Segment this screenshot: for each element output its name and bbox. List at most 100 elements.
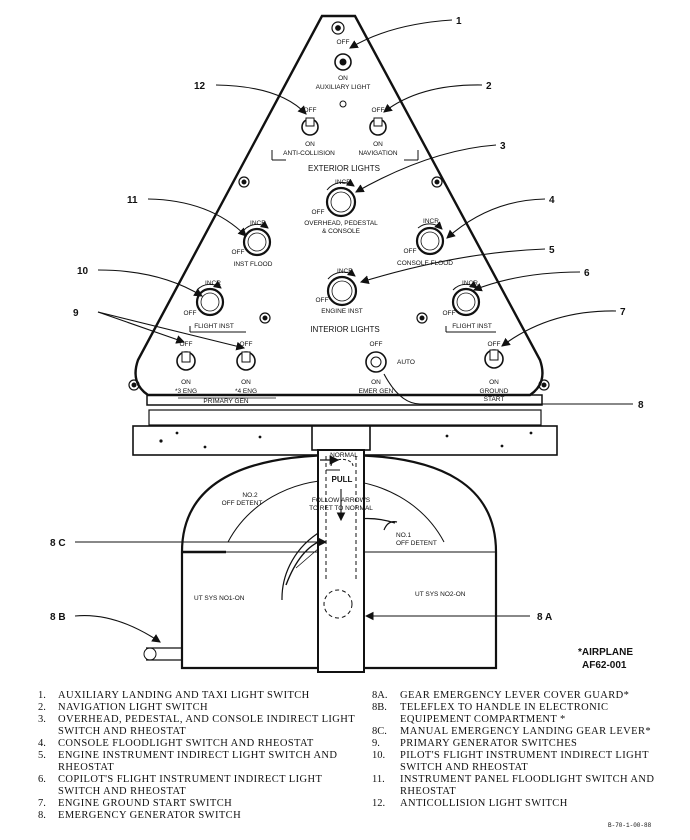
anticollision-off-label: OFF: [304, 107, 317, 114]
anticollision-on-label: ON: [305, 141, 315, 148]
engine-inst-label: ENGINE INST: [321, 308, 363, 315]
legend-item: 7.Engine ground start switch: [38, 798, 358, 810]
auxiliary-toggle-switch[interactable]: [334, 53, 352, 71]
engine-inst-off-label: OFF: [316, 297, 329, 304]
callout-11: 11: [127, 195, 138, 206]
console-flood-rheostat-knob[interactable]: [415, 226, 445, 256]
callout-12: 12: [194, 81, 206, 92]
ground-start-toggle-switch[interactable]: [484, 349, 504, 369]
overhead-label-1: OVERHEAD, PEDESTAL: [304, 220, 378, 227]
legend-num: 8.: [38, 810, 46, 821]
legend-text: Teleflex to handle in electronic equipem…: [400, 702, 609, 725]
legend-num: 3.: [38, 714, 46, 725]
interior-lights-title: INTERIOR LIGHTS: [310, 325, 379, 334]
lever-labels: NORMAL PULL NO.2 OFF DETENT FOLLOW ARROW…: [194, 452, 466, 602]
legend-text: Console floodlight switch and rheostat: [58, 738, 314, 749]
engine-inst-incr-label: INCR: [337, 268, 353, 275]
legend-text: Engine ground start switch: [58, 798, 233, 809]
inst-flood-off-label: OFF: [232, 249, 245, 256]
lever-follow-label-2: TO RET TO NORMAL: [309, 505, 373, 512]
callout-5: 5: [549, 245, 555, 256]
legend-num: 5.: [38, 750, 46, 761]
legend-text: Primary generator switches: [400, 738, 578, 749]
callout-3: 3: [500, 141, 506, 152]
note-line-2: AF62-001: [582, 660, 627, 671]
lever-follow-label-1: FOLLOW ARROWS: [312, 497, 371, 504]
engine-inst-rheostat-knob[interactable]: [326, 275, 358, 307]
legend-text: Navigation light switch: [58, 702, 208, 713]
gen3-label: *3 ENG: [175, 388, 197, 395]
legend-num: 4.: [38, 738, 46, 749]
legend-right: 8A.Gear emergency lever cover guard* 8B.…: [372, 690, 672, 810]
flight-inst-left-off-label: OFF: [184, 310, 197, 317]
callout-8: 8: [638, 400, 644, 411]
flight-inst-left-label: FLIGHT INST: [194, 323, 234, 330]
ground-start-on-label: ON: [489, 379, 499, 386]
legend-item: 6.Copilot's flight instrument indirect l…: [38, 774, 358, 798]
callout-8c: 8 C: [50, 538, 66, 549]
legend-text: Engine instrument indirect light switch …: [58, 750, 338, 773]
ut-sys-2-label: UT SYS NO2-ON: [415, 591, 466, 598]
legend-text: Overhead, pedestal, and console indirect…: [58, 714, 355, 737]
callout-7: 7: [620, 307, 626, 318]
navigation-off-label: OFF: [372, 107, 385, 114]
inst-flood-label: INST FLOOD: [234, 261, 273, 268]
callout-numbers: 1 2 3 4 5 6 7 8 9 10 11 12 8 A 8 B 8 C: [50, 16, 644, 623]
auxiliary-label: AUXILIARY LIGHT: [316, 84, 371, 91]
legend-text: Auxiliary landing and taxi light switch: [58, 690, 310, 701]
anticollision-label: ANTI-COLLISION: [283, 150, 335, 157]
legend-item: 2. Navigation light switch: [38, 702, 358, 714]
anticollision-toggle-switch[interactable]: [301, 117, 319, 136]
legend-num: 9.: [372, 738, 380, 749]
callout-10: 10: [77, 266, 89, 277]
inst-flood-rheostat-knob[interactable]: [242, 227, 272, 257]
legend-item: 5. Engine instrument indirect light switc…: [38, 750, 358, 774]
legend-text: Emergency generator switch: [58, 810, 242, 821]
navigation-on-label: ON: [373, 141, 383, 148]
gen4-label: *4 ENG: [235, 388, 257, 395]
callout-8b: 8 B: [50, 612, 66, 623]
legend-text: Instrument panel floodlight switch and r…: [400, 774, 655, 797]
ground-start-label-2: START: [484, 396, 505, 403]
lever-no2-label: NO.2: [242, 492, 258, 499]
gen4-toggle-switch[interactable]: [236, 351, 256, 371]
legend-text: Pilot's flight instrument indirect light…: [400, 750, 649, 773]
gen4-off-label: OFF: [240, 341, 253, 348]
inst-flood-incr-label: INCR: [250, 220, 266, 227]
console-flood-label: CONSOLE FLOOD: [397, 260, 453, 267]
flight-inst-right-rheostat-knob[interactable]: [451, 287, 481, 317]
console-flood-off-label: OFF: [404, 248, 417, 255]
legend-item: 11.Instrument panel floodlight switch an…: [372, 774, 672, 798]
overhead-rheostat-knob[interactable]: [325, 186, 357, 218]
legend-num: 8C.: [372, 726, 387, 737]
legend-num: 2.: [38, 702, 46, 713]
flight-inst-right-label: FLIGHT INST: [452, 323, 492, 330]
legend-left: 1.Auxiliary landing and taxi light switc…: [38, 690, 358, 822]
legend-num: 12.: [372, 798, 386, 809]
note-line-1: *AIRPLANE: [578, 647, 633, 658]
legend-text: Gear emergency lever cover guard*: [400, 690, 630, 701]
emer-gen-label: EMER GEN: [359, 388, 394, 395]
lever-normal-label: NORMAL: [330, 452, 358, 459]
emer-gen-toggle-switch[interactable]: [365, 351, 387, 373]
flight-inst-left-rheostat-knob[interactable]: [195, 287, 225, 317]
legend-num: 8B.: [372, 702, 387, 713]
callout-2: 2: [486, 81, 492, 92]
ground-start-off-label: OFF: [488, 341, 501, 348]
gen4-on-label: ON: [241, 379, 251, 386]
overhead-off-label: OFF: [312, 209, 325, 216]
exterior-lights-title: EXTERIOR LIGHTS: [308, 164, 380, 173]
legend-num: 10.: [372, 750, 386, 761]
navigation-toggle-switch[interactable]: [369, 117, 387, 136]
gen3-toggle-switch[interactable]: [176, 351, 196, 371]
legend-text: Copilot's flight instrument indirect lig…: [58, 774, 323, 797]
panel-switches: [176, 53, 504, 373]
callout-6: 6: [584, 268, 590, 279]
legend-item: 10. Pilot's flight instrument indirect li…: [372, 750, 672, 774]
flight-inst-left-incr-label: INCR: [205, 280, 221, 287]
callout-9: 9: [73, 308, 79, 319]
legend-text: Manual emergency landing gear lever*: [400, 726, 652, 737]
primary-gen-label: PRIMARY GEN: [203, 398, 249, 405]
gen3-on-label: ON: [181, 379, 191, 386]
callout-8a: 8 A: [537, 612, 552, 623]
